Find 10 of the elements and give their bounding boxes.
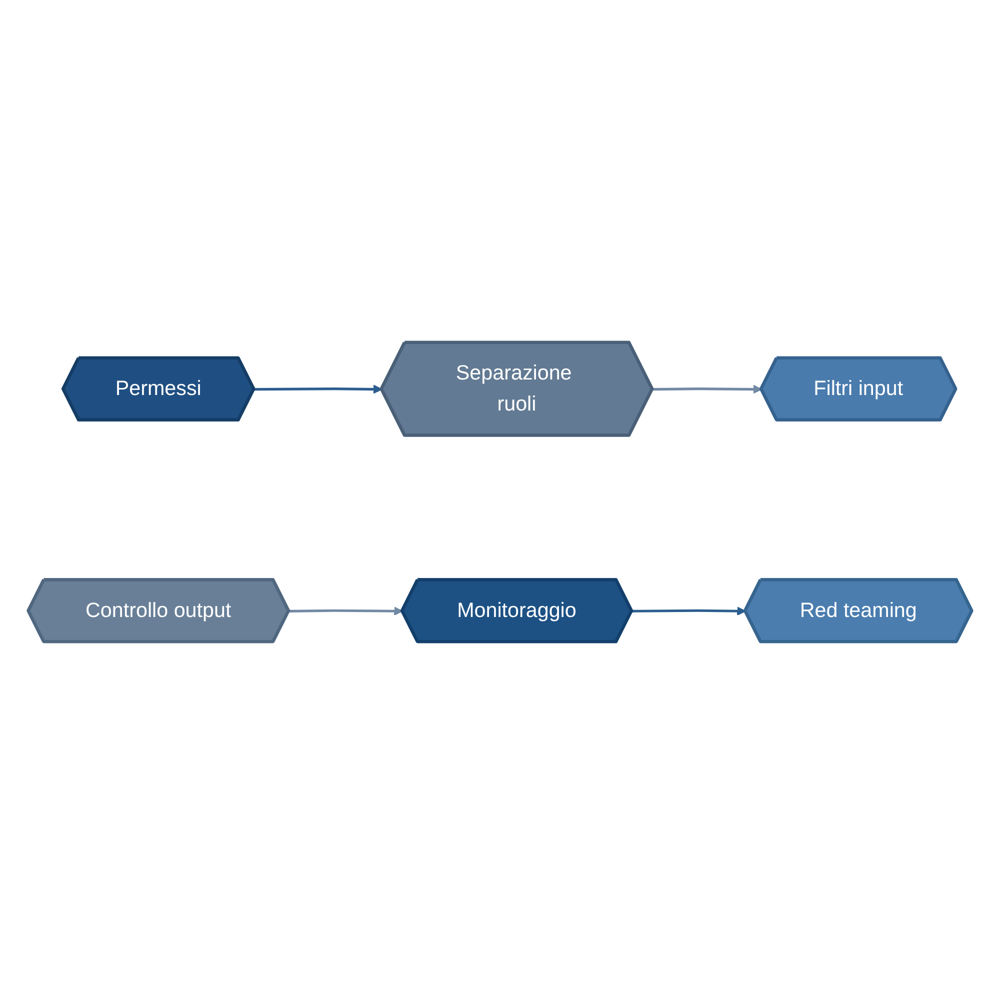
arrow <box>652 384 762 394</box>
node-label: Permessi <box>115 376 202 402</box>
node-label: Red teaming <box>800 598 917 624</box>
arrow <box>288 606 403 616</box>
node-label: Filtri input <box>814 376 904 402</box>
arrow <box>254 384 382 394</box>
node-label: Monitoraggio <box>457 598 576 624</box>
arrow <box>632 606 746 616</box>
node-label: Separazione ruoli <box>454 361 573 418</box>
node-label: Controllo output <box>86 598 232 624</box>
